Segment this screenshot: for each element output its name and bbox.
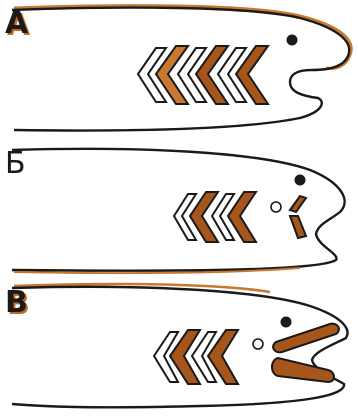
spiracle (271, 202, 281, 212)
panel-a: А (0, 0, 358, 136)
panel-b: Б (0, 140, 358, 276)
gill-chevron (290, 216, 306, 238)
gill-arches (154, 324, 339, 384)
gill-arches (174, 192, 306, 242)
panel-label-c: В (5, 288, 28, 318)
eye-dot (287, 35, 298, 46)
panel-label-a: А (5, 9, 28, 39)
gill-chevron (228, 192, 256, 242)
panel-c: В (0, 280, 358, 409)
panel-a-drawing (0, 0, 358, 136)
eye-dot (295, 175, 306, 186)
upper-jaw-bar (273, 324, 339, 353)
gill-chevron (290, 196, 306, 212)
head-outline-shadow (14, 6, 351, 69)
panel-c-drawing (0, 280, 358, 416)
lower-jaw-bar (272, 358, 334, 382)
panel-b-drawing (0, 140, 358, 276)
gill-arches (138, 46, 268, 104)
spiracle (253, 339, 263, 349)
eye-dot (281, 317, 292, 328)
panel-label-b: Б (5, 149, 26, 179)
